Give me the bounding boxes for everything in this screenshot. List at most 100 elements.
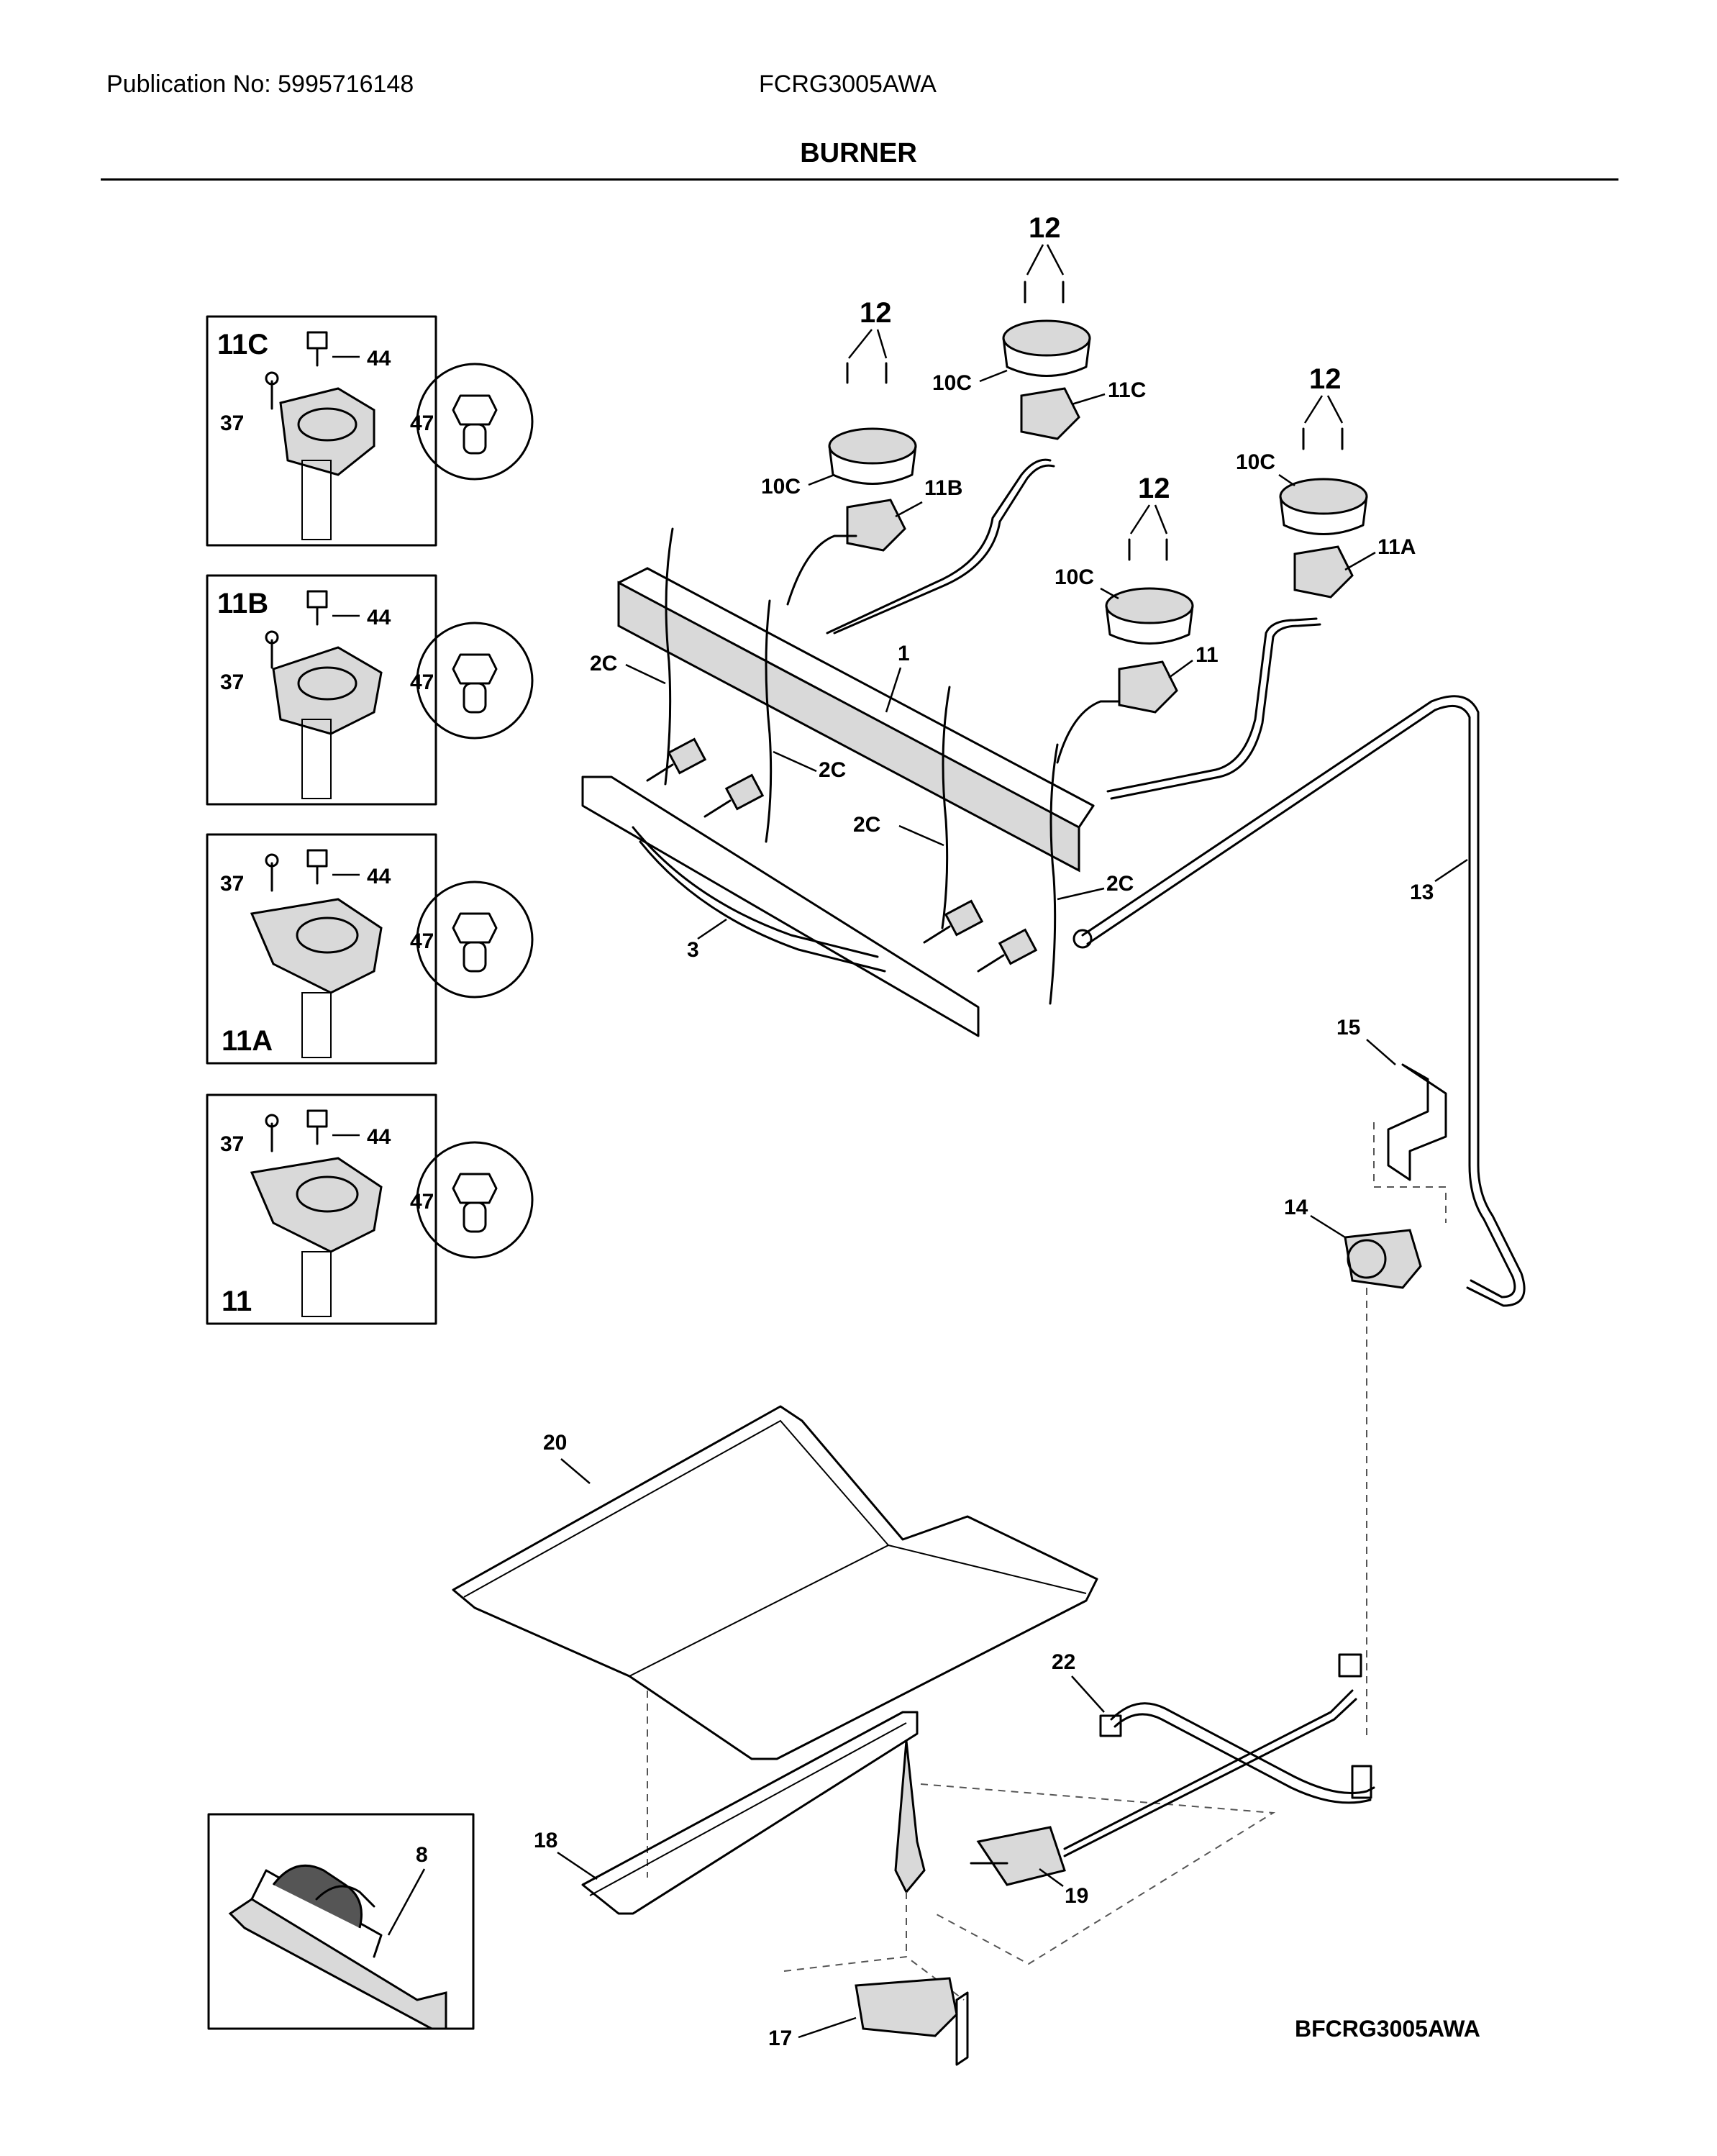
orifice-label: 47	[410, 1190, 434, 1214]
cap-screw-icon	[306, 331, 328, 350]
spark-module-icon	[228, 1898, 447, 2030]
regulator-bracket	[1387, 1063, 1447, 1181]
diagram-code: BFCRG3005AWA	[1295, 2016, 1480, 2042]
inset-label: 11A	[222, 1025, 273, 1057]
inset-panel-11a: 11A 37 44 47	[206, 833, 534, 1065]
regulator-bracket-label: 15	[1336, 1016, 1360, 1040]
burner-label: 11A	[1377, 535, 1416, 559]
orifice-label: 47	[410, 670, 434, 694]
orifice-icon	[452, 1173, 498, 1204]
burner-assembly-rear-mid: 12 10C 11B	[761, 297, 962, 552]
burner-head-icon	[828, 427, 917, 465]
valve-icon	[923, 899, 984, 944]
inset-label: 11B	[217, 588, 268, 619]
ignitor-label: 19	[1065, 1884, 1088, 1908]
valve-label: 2C	[819, 758, 846, 782]
regulator-body	[1344, 1229, 1422, 1289]
screws-label: 12	[1138, 473, 1170, 504]
oven-burner-label: 18	[534, 1829, 557, 1852]
valve-brace-icon	[765, 599, 773, 843]
inset-panel-11b: 11B 44 37 47	[206, 574, 534, 806]
oven-tube-label: 22	[1052, 1650, 1075, 1674]
burner-label: 11B	[924, 476, 962, 500]
burner-base-icon	[1020, 387, 1080, 440]
tube-label: 13	[1410, 881, 1434, 904]
burner-base-icon	[846, 499, 906, 552]
burner-base-icon	[272, 646, 383, 735]
cap-label: 44	[367, 865, 391, 888]
burner-head-icon	[1105, 587, 1194, 624]
valve-label: 2C	[590, 652, 617, 676]
shield-label: 20	[543, 1431, 567, 1455]
head-label: 10C	[761, 475, 801, 499]
cap-label: 44	[367, 1125, 391, 1149]
orifice-circle	[416, 881, 534, 999]
ignitor-icon	[976, 1826, 1066, 1886]
spark-module-inset: 8	[207, 1813, 475, 2030]
cap-screw-icon	[306, 590, 328, 609]
oven-burner-assembly: 18 19 22	[534, 1650, 1375, 2001]
burner-base-icon	[250, 1157, 383, 1253]
burner-base-icon	[279, 387, 375, 476]
front-bracket	[581, 775, 980, 1037]
burner-head-icon	[1002, 319, 1091, 357]
oven-gas-tube	[1110, 1702, 1375, 1794]
screw-label: 37	[220, 670, 244, 694]
screw-label: 37	[220, 1132, 244, 1156]
valve-brace-icon	[1049, 743, 1059, 1005]
head-label: 10C	[1236, 450, 1275, 474]
publication-number: Publication No: 5995716148	[106, 70, 414, 98]
cap-screw-icon	[306, 1109, 328, 1128]
valve-brace-icon	[941, 686, 951, 929]
orifice-icon	[452, 394, 498, 426]
cap-screw-icon	[306, 849, 328, 868]
cap-label: 44	[367, 347, 391, 370]
burner-base-icon	[1293, 545, 1354, 599]
orifice-circle	[416, 363, 534, 481]
cap-label: 44	[367, 606, 391, 629]
inset-panel-11c: 11C 44 37 47	[206, 315, 534, 547]
screw-label: 37	[220, 411, 244, 435]
orifice-icon	[452, 912, 498, 944]
valve-label: 2C	[853, 813, 880, 837]
gas-tube-13	[1081, 695, 1526, 1307]
valve-icon	[703, 773, 765, 818]
safety-valve-icon	[855, 1977, 958, 2037]
burner-assembly-rear-right: 12 10C 11A	[1236, 363, 1416, 599]
safety-valve-label: 17	[768, 2027, 792, 2050]
inset-panel-11: 11 37 44 47	[206, 1093, 534, 1325]
bracket-label: 3	[687, 938, 699, 962]
orifice-circle	[416, 622, 534, 740]
orifice-label: 47	[410, 929, 434, 953]
burner-assembly-front-right: 12 10C 11	[1055, 473, 1219, 714]
valve-brace-icon	[664, 527, 674, 786]
orifice-icon	[452, 653, 498, 685]
manifold-assembly: 1 2C 2C 2C 2C	[581, 527, 1134, 1037]
orifice-circle	[416, 1141, 534, 1259]
burner-label: 11C	[1108, 378, 1146, 402]
burner-base-icon	[1118, 660, 1178, 714]
screw-label: 37	[220, 872, 244, 896]
page-title: BURNER	[800, 138, 917, 168]
oven-burner-tube	[581, 1711, 919, 1915]
inset-label: 11C	[217, 329, 268, 360]
burner-supply-tubes	[786, 458, 1321, 800]
screws-label: 12	[1309, 363, 1342, 395]
oven-shield: 20	[452, 1405, 1098, 1878]
model-number: FCRG3005AWA	[759, 70, 937, 98]
regulator-label: 14	[1284, 1196, 1308, 1219]
inset-label: 11	[222, 1286, 252, 1317]
head-label: 10C	[1055, 565, 1094, 589]
burner-assembly-rear-left: 12 10C 11C	[932, 212, 1146, 440]
burner-base-icon	[250, 898, 383, 994]
manifold-pipe	[617, 581, 1080, 873]
orifice-label: 47	[410, 411, 434, 435]
valve-icon	[977, 928, 1038, 973]
screws-label: 12	[1029, 212, 1061, 244]
spark-module-label: 8	[416, 1843, 428, 1867]
screws-label: 12	[860, 297, 892, 329]
valve-label: 2C	[1106, 872, 1134, 896]
valve-icon	[646, 737, 707, 782]
regulator-assembly: 13 15 14	[1072, 695, 1526, 1741]
